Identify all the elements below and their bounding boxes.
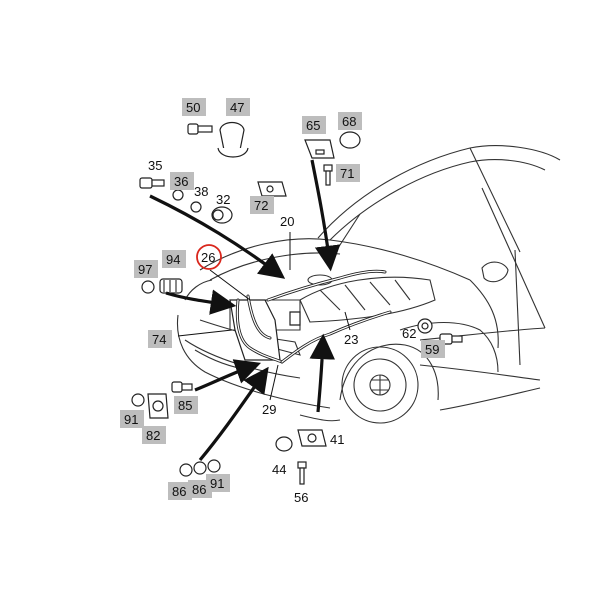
part-38-washer [190, 201, 202, 213]
label-56: 56 [294, 490, 308, 505]
part-35-bolt [139, 177, 165, 189]
washer-hoses [235, 269, 392, 364]
washer-reservoir [229, 299, 301, 361]
car-outline [176, 145, 561, 424]
label-94: 94 [166, 252, 180, 267]
label-highlights [120, 98, 445, 500]
label-36: 36 [174, 174, 188, 189]
label-86-right: 86 [192, 482, 206, 497]
part-65-bracket [304, 139, 335, 159]
label-85: 85 [178, 398, 192, 413]
label-50: 50 [186, 100, 200, 115]
part-36-washer [172, 189, 184, 201]
part-72-bracket [257, 181, 287, 197]
part-50-bolt [187, 123, 213, 135]
label-72: 72 [254, 198, 268, 213]
label-44: 44 [272, 462, 286, 477]
assembly-arrows [149, 159, 341, 462]
label-35: 35 [148, 158, 162, 173]
label-86-left: 86 [172, 484, 186, 499]
part-68-sleeve [339, 131, 361, 149]
part-labels: 50 47 65 68 35 36 38 32 72 71 20 26 97 9… [124, 100, 439, 505]
label-62: 62 [402, 326, 416, 341]
label-97: 97 [138, 262, 152, 277]
part-85-screw [171, 381, 193, 393]
label-91-bottom: 91 [210, 476, 224, 491]
part-71-screw [323, 164, 333, 186]
label-29: 29 [262, 402, 276, 417]
part-97-washer [141, 280, 155, 294]
label-71: 71 [340, 166, 354, 181]
part-86-nuts [179, 459, 221, 477]
part-62-grommet [417, 318, 433, 334]
label-26: 26 [201, 250, 215, 265]
part-32-bushing [211, 206, 233, 224]
label-91-top: 91 [124, 412, 138, 427]
label-32: 32 [216, 192, 230, 207]
part-94-nozzle [159, 278, 183, 294]
part-47-clamp [217, 121, 249, 158]
part-91-nut [131, 393, 145, 407]
label-41: 41 [330, 432, 344, 447]
label-82: 82 [146, 428, 160, 443]
highlight-circle-26 [196, 244, 222, 270]
label-20: 20 [280, 214, 294, 229]
label-74: 74 [152, 332, 166, 347]
leader-lines [177, 232, 351, 401]
label-47: 47 [230, 100, 244, 115]
part-82-clip [147, 393, 169, 419]
label-65: 65 [306, 118, 320, 133]
part-56-screw [297, 461, 307, 485]
engine-bay [229, 274, 436, 331]
part-41-bracket [297, 429, 327, 447]
part-44-bushing [275, 436, 293, 452]
label-59: 59 [425, 342, 439, 357]
label-23: 23 [344, 332, 358, 347]
label-68: 68 [342, 114, 356, 129]
label-38: 38 [194, 184, 208, 199]
